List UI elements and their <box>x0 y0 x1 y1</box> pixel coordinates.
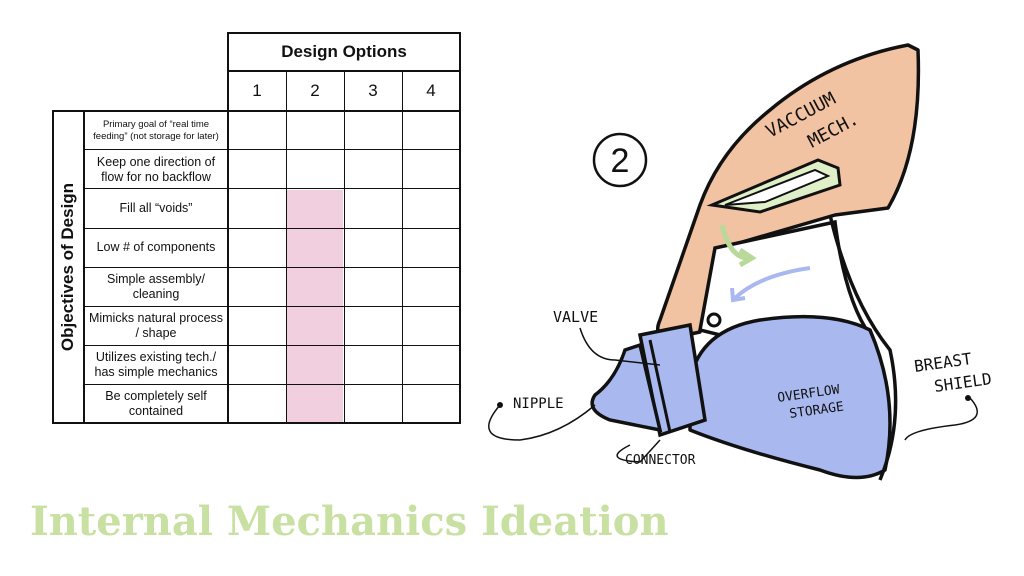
grid-line <box>227 32 461 34</box>
grid-line <box>286 71 287 424</box>
objective-row: Low # of components <box>96 240 216 254</box>
objective-row: Keep one direction of flow for no backfl… <box>96 154 216 184</box>
objective-row: Be completely self contained <box>105 388 207 418</box>
grid-line <box>84 267 461 268</box>
overflow-storage <box>688 314 892 480</box>
grid-line <box>402 71 403 424</box>
valve-opening <box>706 312 722 328</box>
objective-row: Primary goal of “real time feeding” (not… <box>93 118 219 142</box>
grid-line <box>84 306 461 307</box>
option-3-header: 3 <box>368 81 378 100</box>
grid-line <box>83 110 85 424</box>
valve-leader <box>579 327 661 366</box>
grid-line <box>227 32 229 424</box>
grid-line <box>52 110 461 112</box>
nipple-leader <box>488 404 596 441</box>
grid-line <box>52 110 54 424</box>
option-2-header: 2 <box>310 81 320 100</box>
objective-row: Fill all “voids” <box>119 201 193 215</box>
objective-row: Mimicks natural process / shape <box>88 310 224 340</box>
connector-label: CONNECTOR <box>625 453 696 468</box>
option-4-header: 4 <box>426 81 436 100</box>
option-number: 2 <box>611 142 630 180</box>
nipple-label: NIPPLE <box>513 396 564 412</box>
option-1-header: 1 <box>252 81 262 100</box>
option-number-circle <box>592 132 648 188</box>
nipple <box>590 342 663 433</box>
grid-line <box>84 228 461 229</box>
shield-label: SHIELD <box>933 369 993 396</box>
connector-leader <box>616 439 661 463</box>
grid-line <box>84 149 461 150</box>
design-sketch: 2 VACCUUM MECH. VALVE NIPPLE CONNECTOR O… <box>488 43 993 481</box>
decision-matrix: Design Options 1 2 3 4 Objectives of Des… <box>0 0 470 430</box>
flow-arrow-green <box>719 224 749 261</box>
valve-label: VALVE <box>553 308 598 326</box>
grid-line <box>344 71 345 424</box>
flow-arrow-blue <box>733 266 811 300</box>
objective-row: Utilizes existing tech./ has simple mech… <box>94 349 218 379</box>
grid-line <box>84 188 461 189</box>
grid-line <box>459 32 461 424</box>
grid-line <box>84 384 461 385</box>
grid-line <box>52 422 461 424</box>
page-title: Internal Mechanics Ideation <box>30 498 669 545</box>
grid-line <box>84 345 461 346</box>
objectives-side-label: Objectives of Design <box>58 182 77 352</box>
objective-row: Simple assembly/ cleaning <box>107 271 205 301</box>
design-options-header: Design Options <box>281 42 407 61</box>
shield-leader <box>904 397 979 441</box>
